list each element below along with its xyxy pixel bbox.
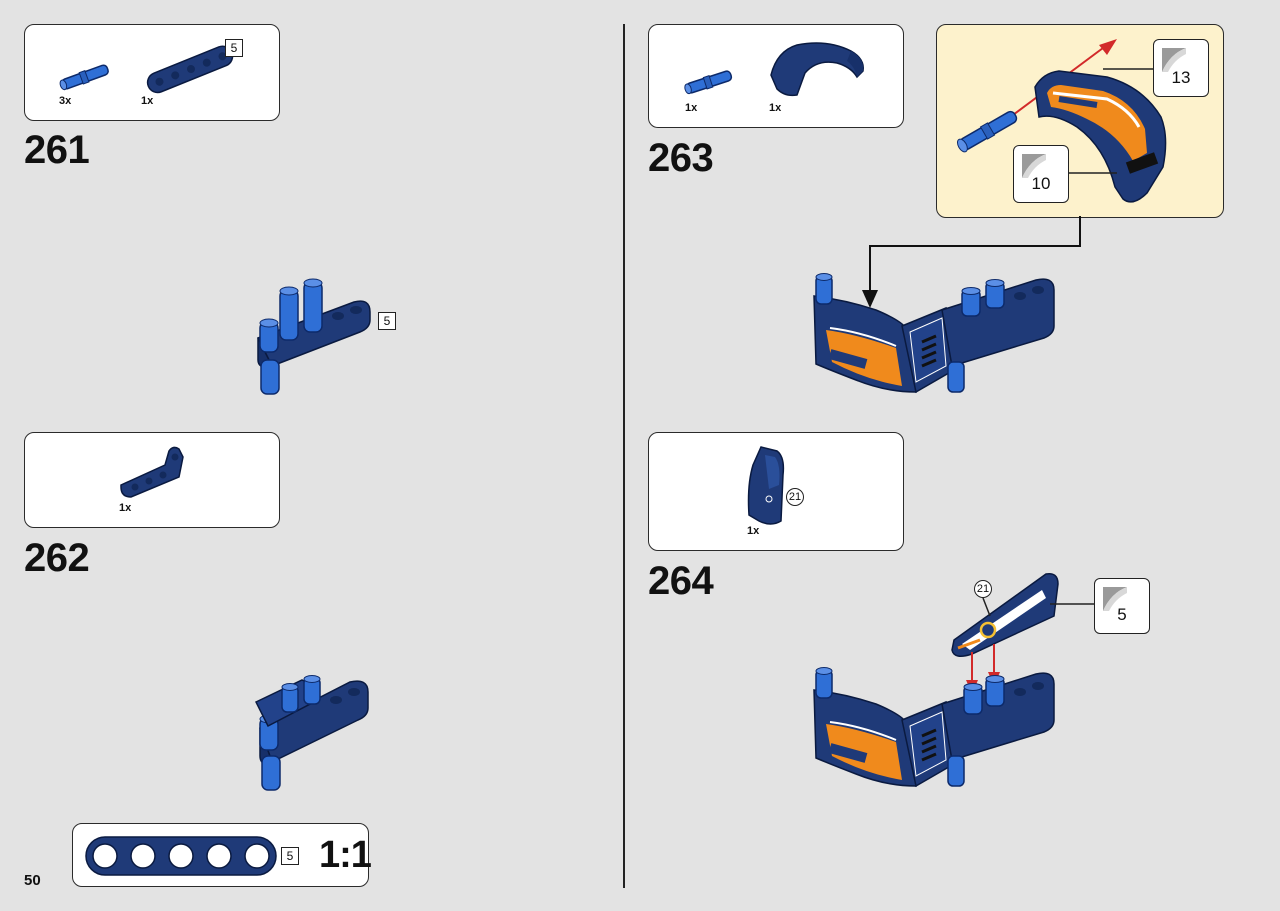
qty-label: 1x — [141, 95, 154, 107]
step-264-assembly — [813, 667, 1055, 788]
page-divider — [623, 24, 625, 888]
dark-blue-panel-sticker-part — [747, 446, 785, 525]
step-263-assembly — [813, 273, 1055, 394]
step-261-assembly — [256, 278, 371, 395]
sticker-reference: 21 — [786, 488, 804, 506]
sticker-leader-line — [1050, 603, 1094, 605]
qty-label: 1x — [769, 102, 782, 114]
beam-5-ruler — [85, 836, 277, 876]
step-number: 262 — [24, 536, 90, 580]
blue-pin-part — [59, 64, 109, 91]
qty-label: 1x — [119, 502, 132, 514]
panel-subassembly — [956, 39, 1167, 203]
dark-blue-beam-part — [146, 45, 234, 94]
step-264-panel-with-sticker — [951, 572, 1059, 694]
sticker-icon — [1162, 48, 1186, 72]
dark-blue-angle-beam-part — [120, 446, 184, 498]
sticker-10: 10 — [1013, 145, 1069, 203]
qty-label: 1x — [685, 102, 698, 114]
scale-label: 1:1 — [319, 834, 372, 876]
page-number: 50 — [24, 872, 41, 889]
step-263-subassembly-callout: 13 10 — [936, 24, 1224, 218]
step-263-parts-box: 1x 1x — [648, 24, 904, 128]
sticker-5: 5 — [1094, 578, 1150, 634]
beam-length-label: 5 — [225, 39, 243, 57]
sticker-reference: 21 — [974, 580, 992, 598]
sticker-ref-leader — [982, 597, 991, 617]
step-264-parts-box: 21 1x — [648, 432, 904, 551]
sticker-leader-lines — [1069, 68, 1153, 174]
blue-pin-part — [684, 70, 733, 95]
qty-label: 3x — [59, 95, 72, 107]
callout-connector-arrow — [862, 216, 1081, 308]
step-number: 261 — [24, 128, 90, 172]
step-number: 264 — [648, 559, 714, 603]
ruler-length-label: 5 — [281, 847, 299, 865]
step-262-parts-box: 1x — [24, 432, 280, 528]
scale-ruler-box: 5 1:1 — [72, 823, 372, 887]
dark-blue-panel-part — [770, 42, 864, 97]
step-262-assembly — [254, 675, 369, 791]
qty-label: 1x — [747, 525, 760, 537]
beam-length-label: 5 — [378, 312, 396, 330]
sticker-icon — [1022, 154, 1046, 178]
step-261-parts-box: 3x 1x 5 — [24, 24, 280, 121]
sticker-number: 5 — [1117, 605, 1127, 624]
sticker-number: 10 — [1031, 174, 1051, 193]
step-number: 263 — [648, 136, 714, 180]
sticker-13: 13 — [1153, 39, 1209, 97]
sticker-icon — [1103, 587, 1127, 611]
sticker-number: 13 — [1171, 68, 1191, 87]
